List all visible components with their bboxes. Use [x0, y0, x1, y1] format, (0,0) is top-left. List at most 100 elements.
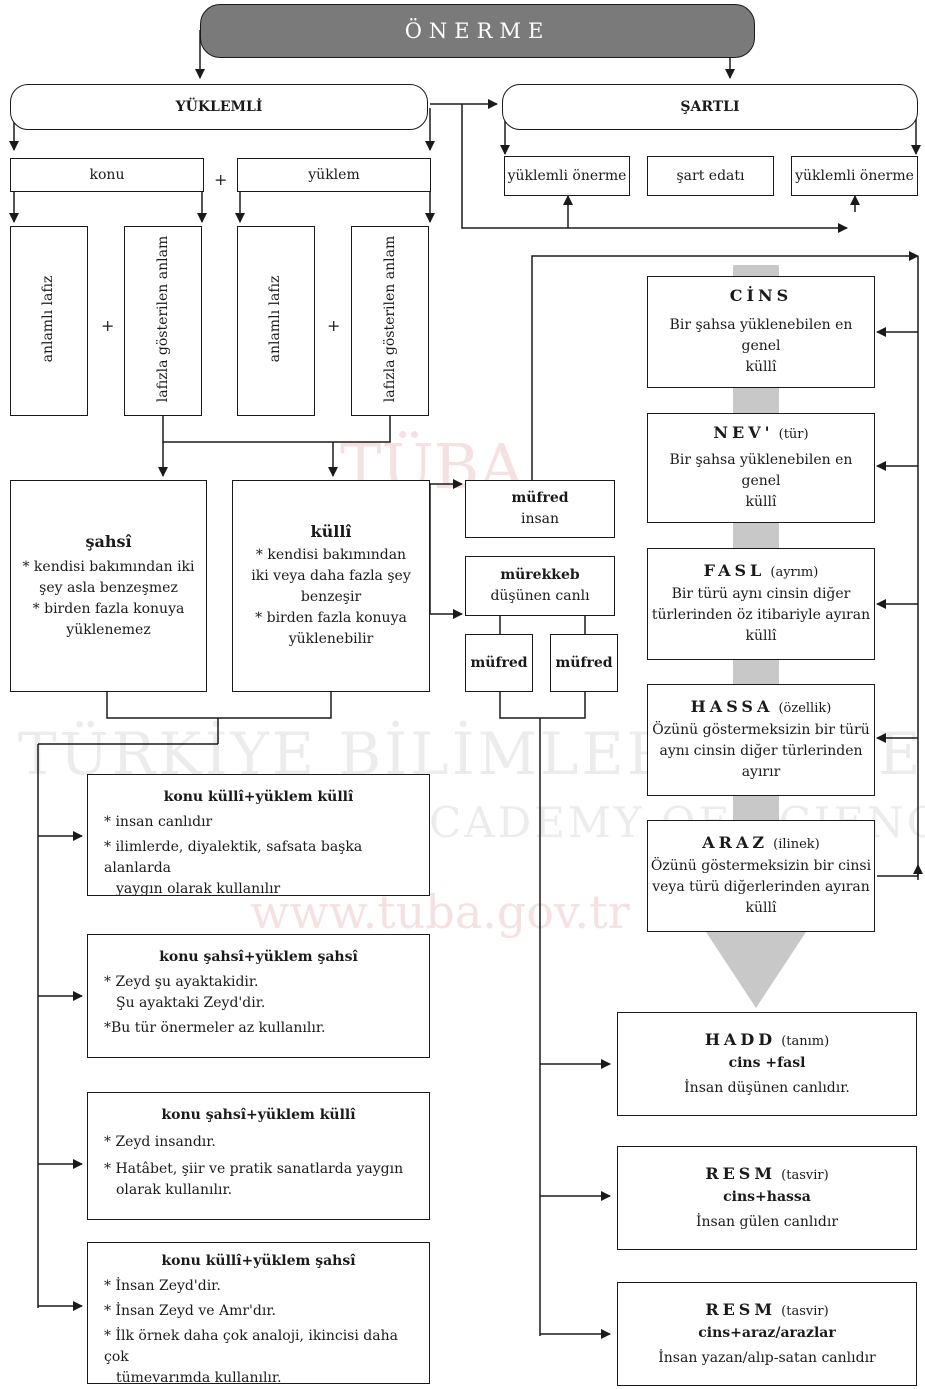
kulli-line: yüklenebilir	[288, 631, 374, 647]
yuklem-lafizla-gosterilen: lafızla gösterilen anlam	[351, 226, 429, 416]
sartli-label: ŞARTLI	[680, 99, 740, 115]
sahsi-line: * kendisi bakımından iki	[22, 558, 195, 575]
sartli-part-2: şart edatı	[647, 156, 774, 196]
left-box-line: tümevarımda kullanılır.	[116, 1370, 282, 1386]
left-box-line: * İnsan Zeyd ve Amr'dır.	[104, 1303, 276, 1319]
yuklem-anlamli-lafiz: anlamlı lafız	[237, 226, 315, 416]
cins-box: CİNS Bir şahsa yüklenebilen en genel kül…	[647, 276, 875, 388]
bottom-box-formula: cins+hassa	[723, 1188, 811, 1205]
konu-anlamli-lafiz: anlamlı lafız	[10, 226, 88, 416]
right-box-line: Bir şahsa yüklenebilen en genel	[669, 452, 853, 489]
left-box-line: * Zeyd şu ayaktakidir.	[104, 974, 259, 990]
plus-sign: +	[327, 316, 341, 335]
plus-sign: +	[214, 170, 228, 189]
mufred-small-right: müfred	[550, 634, 618, 692]
right-box-line: aynı cinsin diğer türlerinden	[659, 743, 863, 759]
mufred-sub: insan	[520, 511, 560, 527]
mufred-title: müfred	[511, 490, 569, 506]
yuklem-box: yüklem	[237, 158, 431, 192]
sahsi-line: * birden fazla konuya	[32, 600, 185, 617]
sahsi-box: şahsî * kendisi bakımından iki şey asla …	[10, 480, 207, 692]
left-box-title: konu küllî+yüklem şahsî	[161, 1253, 356, 1269]
resm-box-2: RESM (tasvir) cins+araz/arazlar İnsan ya…	[617, 1282, 917, 1386]
sahsi-line: şey asla benzeşmez	[39, 579, 178, 596]
right-box-name: ARAZ	[702, 833, 769, 852]
left-box-line: yaygın olarak kullanılır	[116, 881, 281, 897]
bottom-box-paren: (tanım)	[781, 1033, 830, 1049]
left-box-title: konu şahsî+yüklem şahsî	[159, 949, 358, 965]
left-box-line: * insan canlıdır	[104, 814, 213, 830]
konu-label: konu	[89, 166, 125, 183]
mufred-small-left: müfred	[465, 634, 533, 692]
sartli-part-1-label: yüklemli önerme	[507, 167, 627, 184]
konu-kulli-yuklem-kulli: konu küllî+yüklem küllî * insan canlıdır…	[87, 774, 430, 897]
bottom-box-name: RESM	[705, 1299, 777, 1319]
kulli-line: benzeşir	[300, 589, 362, 605]
konu-box: konu	[10, 158, 204, 192]
yuklemli-box: YÜKLEMLİ	[10, 84, 428, 130]
right-box-name: NEV'	[713, 423, 774, 442]
bottom-box-example: İnsan düşünen canlıdır.	[684, 1079, 850, 1096]
konu-sahsi-yuklem-kulli: konu şahsî+yüklem küllî * Zeyd insandır.…	[87, 1092, 430, 1220]
mufred-small-label: müfred	[470, 654, 528, 671]
sartli-part-2-label: şart edatı	[676, 167, 745, 184]
bottom-box-example: İnsan gülen canlıdır	[695, 1213, 839, 1230]
resm-box-1: RESM (tasvir) cins+hassa İnsan gülen can…	[617, 1146, 917, 1250]
right-box-line: küllî	[745, 494, 777, 510]
left-box-line: * İlk örnek daha çok analoji, ikincisi d…	[104, 1328, 398, 1365]
konu-kulli-yuklem-sahsi: konu küllî+yüklem şahsî * İnsan Zeyd'dir…	[87, 1242, 430, 1386]
left-box-line: *Bu tür önermeler az kullanılır.	[104, 1020, 326, 1036]
right-box-paren: (ilinek)	[773, 837, 820, 852]
right-box-line: veya türü diğerlerinden ayıran	[652, 879, 870, 895]
right-box-paren: (tür)	[778, 427, 809, 442]
left-box-line: * İnsan Zeyd'dir.	[104, 1278, 221, 1294]
right-box-paren: (ayrım)	[770, 565, 819, 580]
right-box-paren: (özellik)	[778, 701, 832, 716]
murekkeb-box: mürekkeb düşünen canlı	[465, 556, 615, 616]
right-box-name: CİNS	[729, 286, 793, 305]
kulli-line: * kendisi bakımından	[255, 547, 407, 563]
vertical-label: lafızla gösterilen anlam	[155, 235, 171, 403]
bottom-box-paren: (tasvir)	[781, 1303, 829, 1319]
right-box-line: küllî	[745, 359, 777, 375]
bottom-box-example: İnsan yazan/alıp-satan canlıdır	[658, 1349, 876, 1366]
left-box-line: olarak kullanılır.	[116, 1182, 233, 1198]
plus-sign: +	[101, 316, 115, 335]
right-box-line: ayırır	[741, 764, 781, 780]
yuklem-label: yüklem	[308, 166, 360, 183]
left-box-title: konu küllî+yüklem küllî	[163, 789, 354, 805]
fasl-box: FASL (ayrım) Bir türü aynı cinsin diğer …	[647, 548, 875, 660]
kulli-line: iki veya daha fazla şey	[251, 568, 411, 584]
right-box-line: türlerinden öz itibariyle ayıran	[651, 607, 871, 623]
murekkeb-title: mürekkeb	[500, 567, 580, 583]
onerme-title: ÖNERME	[200, 4, 755, 58]
bottom-box-formula: cins +fasl	[728, 1054, 806, 1071]
bottom-box-name: RESM	[705, 1163, 777, 1183]
left-box-line: * Zeyd insandır.	[104, 1134, 216, 1150]
right-box-line: Bir türü aynı cinsin diğer	[671, 586, 851, 602]
right-box-name: HASSA	[690, 697, 774, 716]
sartli-part-3: yüklemli önerme	[791, 156, 918, 196]
bottom-box-name: HADD	[704, 1029, 777, 1049]
konu-sahsi-yuklem-sahsi: konu şahsî+yüklem şahsî * Zeyd şu ayakta…	[87, 934, 430, 1058]
vertical-label: lafızla gösterilen anlam	[382, 235, 398, 403]
right-box-line: Bir şahsa yüklenebilen en genel	[669, 317, 853, 354]
vertical-label: anlamlı lafız	[267, 275, 283, 363]
right-box-line: Özünü göstermeksizin bir türü	[652, 722, 870, 738]
right-box-line: küllî	[745, 628, 777, 644]
konu-lafizla-gosterilen: lafızla gösterilen anlam	[124, 226, 202, 416]
mufred-box: müfred insan	[465, 480, 615, 538]
hadd-box: HADD (tanım) cins +fasl İnsan düşünen ca…	[617, 1012, 917, 1116]
mufred-small-label: müfred	[555, 654, 613, 671]
kulli-title: küllî	[310, 522, 352, 541]
nev-box: NEV' (tür) Bir şahsa yüklenebilen en gen…	[647, 413, 875, 523]
right-box-name: FASL	[703, 561, 766, 580]
bottom-box-paren: (tasvir)	[781, 1167, 829, 1183]
left-box-title: konu şahsî+yüklem küllî	[161, 1107, 356, 1123]
hassa-box: HASSA (özellik) Özünü göstermeksizin bir…	[647, 684, 875, 796]
sartli-part-1: yüklemli önerme	[504, 156, 630, 196]
sartli-box: ŞARTLI	[502, 84, 918, 130]
sahsi-title: şahsî	[85, 531, 132, 551]
left-box-line: Şu ayaktaki Zeyd'dir.	[116, 995, 266, 1011]
right-box-line: küllî	[745, 900, 777, 916]
